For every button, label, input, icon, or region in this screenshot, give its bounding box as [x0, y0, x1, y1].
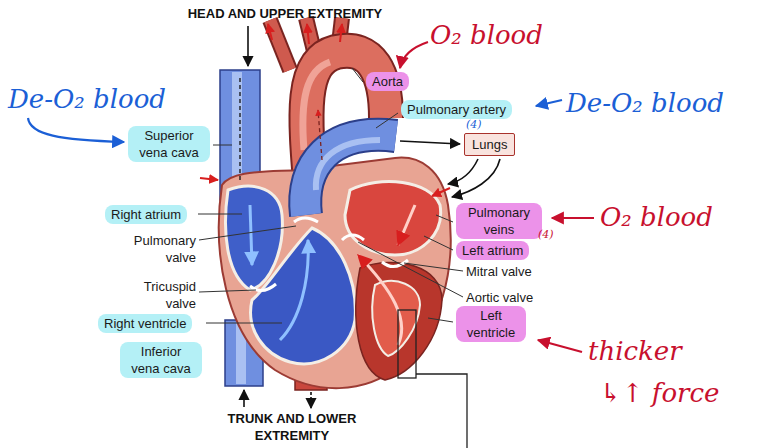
flow-line — [239, 78, 240, 180]
flow-arrow — [340, 24, 342, 42]
note-arrow — [400, 42, 428, 68]
leader-line — [358, 242, 463, 297]
leader-line — [213, 145, 232, 146]
structure-label: Left atrium — [456, 241, 529, 260]
handwritten-note: De-O₂ blood — [8, 84, 166, 114]
direction-caption: HEAD AND UPPER EXTREMITY — [180, 5, 390, 22]
leader-line — [352, 68, 363, 82]
node-text: Pulmonary veins — [462, 204, 536, 238]
handwritten-note: O₂ blood — [600, 202, 713, 232]
lung-arrow — [448, 159, 478, 184]
node-text: Pulmonary artery — [407, 101, 506, 118]
aortic-branch — [270, 20, 290, 70]
flow-arrow — [200, 178, 218, 180]
note-arrow — [552, 217, 594, 219]
direction-arrow — [310, 392, 312, 408]
leader-line — [376, 113, 398, 128]
handwritten-note: De-O₂ blood — [566, 88, 724, 118]
left-atrium-chamber — [345, 182, 441, 255]
aortic-valve — [342, 235, 364, 240]
handwritten-note: thicker — [588, 336, 682, 366]
lung-arrow — [452, 159, 500, 197]
node-text: Superior vena cava — [134, 127, 204, 161]
left-ventricle-cavity — [372, 281, 420, 356]
right-ventricle-chamber — [251, 228, 356, 364]
leader-line — [428, 318, 453, 322]
structure-label: Right ventricle — [98, 314, 192, 333]
lung-arrow — [400, 141, 460, 144]
flow-arrow — [318, 110, 322, 160]
part-label: Tricuspid valve — [126, 278, 196, 312]
handwritten-note: O₂ blood — [430, 20, 543, 50]
flow-arrow — [307, 24, 309, 44]
flow-arrow — [250, 205, 252, 265]
flow-arrow — [358, 255, 402, 345]
structure-label: Superior vena cava — [128, 126, 210, 162]
structure-label: Pulmonary artery — [401, 100, 512, 119]
flow-arrow — [432, 188, 450, 196]
leader-line — [404, 263, 463, 271]
part-label: Aortic valve — [466, 289, 533, 306]
note-arrow — [538, 340, 582, 352]
node-text: Left ventricle — [462, 307, 520, 341]
part-label: Mitral valve — [466, 263, 532, 280]
callout-number: (4) — [538, 229, 554, 241]
flow-arrow — [268, 24, 272, 40]
leader-line — [199, 226, 296, 240]
aortic-branch — [270, 20, 290, 70]
detail-line — [416, 374, 467, 448]
structure-label: Left ventricle — [456, 306, 526, 342]
leader-line — [436, 215, 453, 222]
node-text: Lungs — [472, 136, 507, 153]
callout-number: (4) — [466, 119, 482, 131]
note-arrow — [536, 100, 562, 106]
leader-line — [424, 236, 453, 250]
direction-arrow — [247, 26, 249, 66]
direction-arrow — [243, 390, 245, 407]
structure-label: Aorta — [366, 72, 409, 91]
part-label: Pulmonary valve — [118, 232, 196, 266]
pulmonary-valve — [294, 218, 318, 222]
flow-arrow — [280, 240, 308, 340]
detail-box — [398, 310, 416, 378]
leader-line — [206, 323, 282, 324]
organ-box: Lungs — [464, 133, 515, 156]
handwritten-note: ↳↑ force — [600, 378, 720, 408]
node-text: Right atrium — [111, 206, 181, 223]
node-text: Right ventricle — [104, 315, 186, 332]
node-text: Left atrium — [462, 242, 523, 259]
left-ventricle-wall — [356, 263, 442, 380]
structure-label: Pulmonary veins — [456, 203, 542, 239]
tricuspid-valve — [250, 284, 276, 291]
node-text: Inferior vena cava — [126, 343, 196, 377]
flow-arrow — [398, 205, 415, 245]
leader-line — [199, 290, 256, 292]
structure-label: Right atrium — [105, 205, 187, 224]
structure-label: Inferior vena cava — [120, 342, 202, 378]
leader-line — [198, 214, 242, 215]
node-text: Aorta — [372, 73, 403, 90]
note-arrow — [28, 118, 124, 142]
direction-caption: TRUNK AND LOWER EXTREMITY — [222, 410, 362, 444]
